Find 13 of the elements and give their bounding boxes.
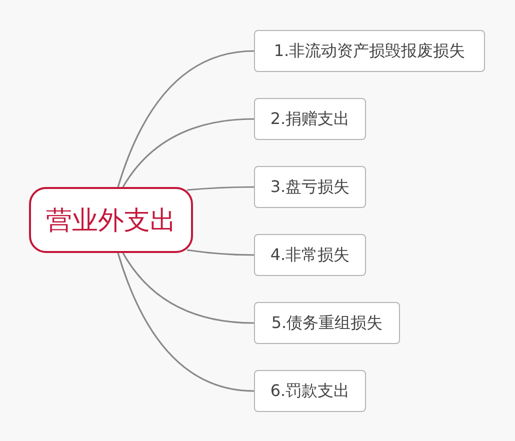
central-topic-box: 营业外支出 <box>29 187 193 253</box>
topic-box: 5.债务重组损失 <box>254 302 400 344</box>
connector-line <box>186 249 254 256</box>
topic-box: 3.盘亏损失 <box>254 166 366 208</box>
topic-box: 6.罚款支出 <box>254 370 366 412</box>
topic-box: 4.非常损失 <box>254 234 366 276</box>
topic-box: 1.非流动资产损毁报废损失 <box>254 30 485 72</box>
connector-line <box>117 50 254 188</box>
topic-box: 2.捐赠支出 <box>254 98 366 140</box>
connector-line <box>117 252 254 392</box>
connector-line <box>122 118 254 188</box>
connector-line <box>186 186 254 191</box>
connector-line <box>122 252 254 324</box>
